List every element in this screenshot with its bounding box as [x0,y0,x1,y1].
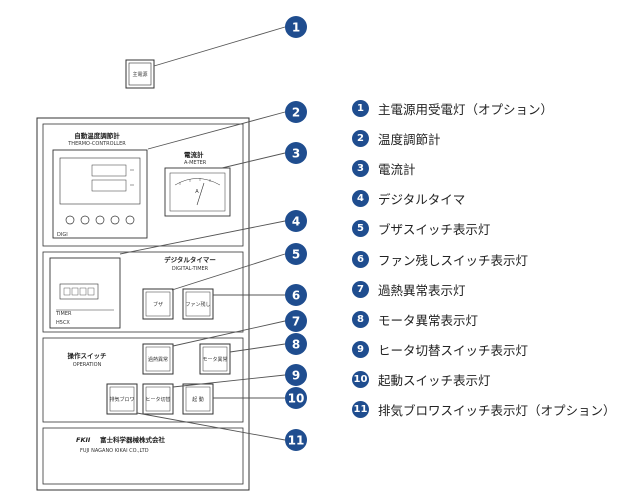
legend-item: 7 過熱異常表示灯 [352,274,632,304]
legend-item: 2 温度調節計 [352,123,632,153]
svg-text:4: 4 [292,215,300,229]
fan-remain-label: ファン残し [185,301,210,308]
exhaust-label: 排気ブロワ [109,396,134,403]
start-switch-lamp[interactable]: 起 動 [182,383,214,415]
buzzer-switch-lamp[interactable]: ブザ [142,288,174,320]
svg-text:5: 5 [292,248,300,262]
legend-number: 1 [352,99,369,117]
overheat-label: 過熱異常 [148,356,168,363]
legend-text: モータ異常表示灯 [378,312,479,328]
legend-number: 7 [352,280,369,298]
heater-switch-lamp[interactable]: ヒータ切替 [142,383,174,415]
svg-text:10: 10 [288,392,305,406]
legend-item: 11 排気ブロワスイッチ表示灯（オプション） [352,395,632,425]
operation-title: 操作スイッチ [68,351,108,360]
company-logo: FKII [76,436,91,444]
legend-text: 主電源用受電灯（オプション） [378,101,554,117]
ammeter-subtitle: A-METER [184,160,207,166]
svg-text:6: 6 [292,289,300,303]
motor-error-lamp: モータ異常 [199,343,231,375]
timer-section: デジタルタイマー DIGITAL-TIMER TIMER H5CX ブザ ファン… [42,251,244,333]
legend-text: デジタルタイマ [378,192,466,208]
svg-text:1: 1 [292,21,300,35]
callout-2: 2 [285,101,307,123]
ammeter: A [164,167,231,217]
leader-lines [119,26,286,441]
company-name: 富士科学器械株式会社 [100,435,166,444]
legend-number: 2 [352,129,369,147]
legend-number: 4 [352,190,369,208]
legend-item: 6 ファン残しスイッチ表示灯 [352,244,632,274]
legend-item: 9 ヒータ切替スイッチ表示灯 [352,335,632,365]
thermo-model: DIGI [57,232,68,238]
legend-number: 8 [352,310,369,328]
svg-text:3: 3 [292,147,300,161]
callout-9: 9 [285,364,307,386]
legend-text: ヒータ切替スイッチ表示灯 [378,343,529,359]
exhaust-blower-switch-lamp[interactable]: 排気ブロワ [106,383,138,415]
motor-label: モータ異常 [202,356,227,363]
svg-text:7: 7 [292,315,300,329]
ammeter-unit: A [195,189,199,195]
legend-number: 10 [352,371,369,389]
company-name-en: FUJI NAGANO KIKAI CO.,LTD [80,448,149,454]
legend-text: ブザスイッチ表示灯 [378,222,491,238]
start-label: 起 動 [192,396,204,403]
legend-text: 排気ブロワスイッチ表示灯（オプション） [378,403,616,419]
meter-section: 自動温度調節計 THERMO-CONTROLLER DIGI 電流計 A-MET… [42,123,244,247]
operation-section: 操作スイッチ OPERATION 過熱異常 モータ異常 排気ブロワ ヒータ切替 … [42,337,244,423]
legend-item: 10 起動スイッチ表示灯 [352,365,632,395]
svg-text:9: 9 [292,369,300,383]
thermo-subtitle: THERMO-CONTROLLER [67,141,126,147]
fan-remain-switch-lamp[interactable]: ファン残し [182,288,214,320]
legend-item: 1 主電源用受電灯（オプション） [352,93,632,123]
thermo-controller: DIGI [52,149,148,239]
heater-label: ヒータ切替 [145,396,170,403]
callout-7: 7 [285,310,307,332]
legend-number: 5 [352,220,369,238]
thermo-title: 自動温度調節計 [74,131,120,140]
digital-timer: TIMER H5CX [49,257,121,329]
callout-3: 3 [285,142,307,164]
legend-list: 1 主電源用受電灯（オプション） 2 温度調節計 3 電流計 4 デジタルタイマ 5 ブザ… [352,93,632,425]
main-power-lamp-label: 主電源 [132,71,147,78]
timer-brand: TIMER [55,311,72,317]
callout-1: 1 [285,16,307,38]
legend-item: 8 モータ異常表示灯 [352,304,632,334]
legend-item: 3 電流計 [352,153,632,183]
operation-subtitle: OPERATION [73,362,102,368]
svg-text:2: 2 [292,106,300,120]
buzzer-label: ブザ [153,301,163,308]
main-power-lamp: 主電源 [125,59,155,89]
legend-item: 4 デジタルタイマ [352,184,632,214]
callout-6: 6 [285,284,307,306]
legend-text: 過熱異常表示灯 [378,282,466,298]
svg-text:8: 8 [292,338,300,352]
legend-number: 3 [352,159,369,177]
legend-text: 電流計 [378,161,416,177]
overheat-lamp: 過熱異常 [142,343,174,375]
ammeter-title: 電流計 [184,150,204,159]
callout-10: 10 [285,387,307,409]
timer-title: デジタルタイマー [164,255,216,264]
timer-subtitle: DIGITAL-TIMER [172,266,209,272]
legend-text: 温度調節計 [378,131,441,147]
timer-model: H5CX [56,320,70,326]
callout-5: 5 [285,243,307,265]
legend-number: 6 [352,250,369,268]
legend-text: ファン残しスイッチ表示灯 [378,252,529,268]
svg-text:11: 11 [288,434,305,448]
company-plate: FKII 富士科学器械株式会社 FUJI NAGANO KIKAI CO.,LT… [42,427,244,485]
callout-4: 4 [285,210,307,232]
callouts: 1 2 3 4 5 6 7 8 [285,16,307,451]
legend-item: 5 ブザスイッチ表示灯 [352,214,632,244]
legend-text: 起動スイッチ表示灯 [378,373,491,389]
callout-11: 11 [285,429,307,451]
legend-number: 11 [352,401,369,419]
callout-8: 8 [285,333,307,355]
legend-number: 9 [352,341,369,359]
